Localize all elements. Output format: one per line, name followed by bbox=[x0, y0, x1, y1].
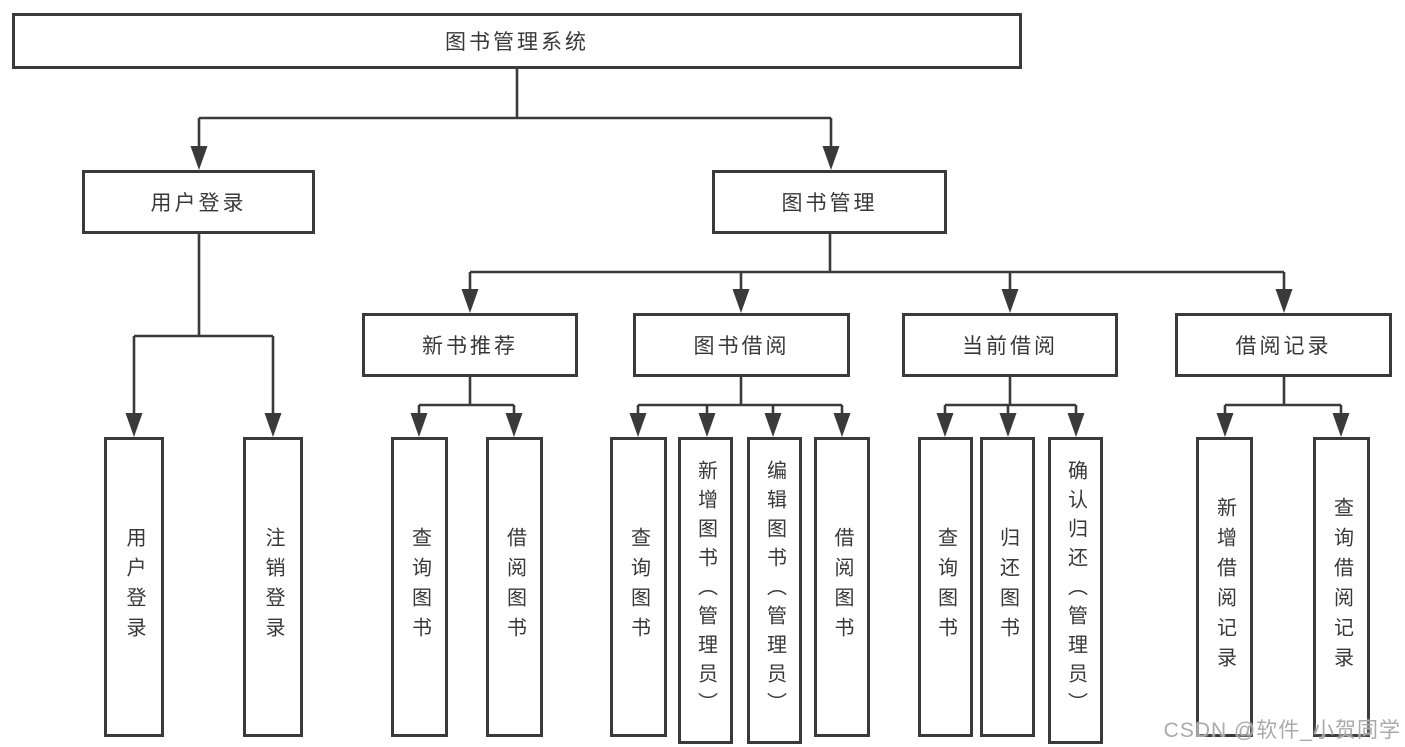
leaf-borrow-books-recommend: 借阅图书 bbox=[486, 437, 543, 737]
node-new-book-recommendation: 新书推荐 bbox=[362, 313, 578, 377]
node-label: 图书管理 bbox=[781, 192, 878, 215]
node-label: 归还图书 bbox=[996, 527, 1019, 647]
node-label: 注销登录 bbox=[262, 527, 284, 647]
node-label: 借阅图书 bbox=[831, 527, 853, 647]
leaf-borrow-books-borrowing: 借阅图书 bbox=[814, 437, 870, 737]
node-label: 新增图书（管理员） bbox=[694, 460, 717, 721]
node-label: 确认归还（管理员） bbox=[1064, 460, 1087, 721]
node-book-management: 图书管理 bbox=[712, 170, 947, 234]
node-label: 当前借阅 bbox=[962, 335, 1058, 358]
node-label: 借阅图书 bbox=[503, 527, 526, 647]
leaf-add-borrow-record: 新增借阅记录 bbox=[1196, 437, 1253, 737]
leaf-return-books: 归还图书 bbox=[980, 437, 1035, 737]
node-current-borrowing: 当前借阅 bbox=[902, 313, 1118, 377]
node-user-login: 用户登录 bbox=[82, 170, 315, 234]
node-borrowing-records: 借阅记录 bbox=[1175, 313, 1392, 377]
leaf-confirm-return-admin: 确认归还（管理员） bbox=[1048, 437, 1103, 744]
csdn-watermark: CSDN @软件_小贺同学 bbox=[1163, 719, 1401, 742]
leaf-search-books-borrowing: 查询图书 bbox=[610, 437, 667, 737]
node-label: 用户登录 bbox=[123, 527, 145, 647]
node-book-borrowing: 图书借阅 bbox=[633, 313, 850, 377]
node-label: 查询图书 bbox=[408, 527, 431, 647]
leaf-logout: 注销登录 bbox=[243, 437, 303, 737]
node-label: 借阅记录 bbox=[1235, 335, 1332, 358]
node-label: 查询图书 bbox=[934, 527, 957, 647]
leaf-search-books-current: 查询图书 bbox=[918, 437, 973, 737]
leaf-edit-books-admin: 编辑图书（管理员） bbox=[747, 437, 802, 744]
node-label: 新书推荐 bbox=[422, 335, 518, 358]
arrowheads bbox=[125, 146, 1350, 437]
node-library-system: 图书管理系统 bbox=[12, 13, 1022, 69]
node-label: 图书管理系统 bbox=[445, 31, 589, 54]
leaf-user-login: 用户登录 bbox=[104, 437, 164, 737]
node-label: 图书借阅 bbox=[693, 335, 790, 358]
leaf-search-books-recommend: 查询图书 bbox=[391, 437, 448, 737]
node-label: 查询图书 bbox=[627, 527, 650, 647]
leaf-add-books-admin: 新增图书（管理员） bbox=[678, 437, 733, 744]
node-label: 用户登录 bbox=[150, 192, 247, 215]
node-label: 编辑图书（管理员） bbox=[763, 460, 786, 721]
leaf-search-borrow-record: 查询借阅记录 bbox=[1313, 437, 1370, 737]
node-label: 查询借阅记录 bbox=[1330, 497, 1353, 677]
node-label: 新增借阅记录 bbox=[1213, 497, 1236, 677]
connector-path bbox=[132, 69, 1343, 417]
